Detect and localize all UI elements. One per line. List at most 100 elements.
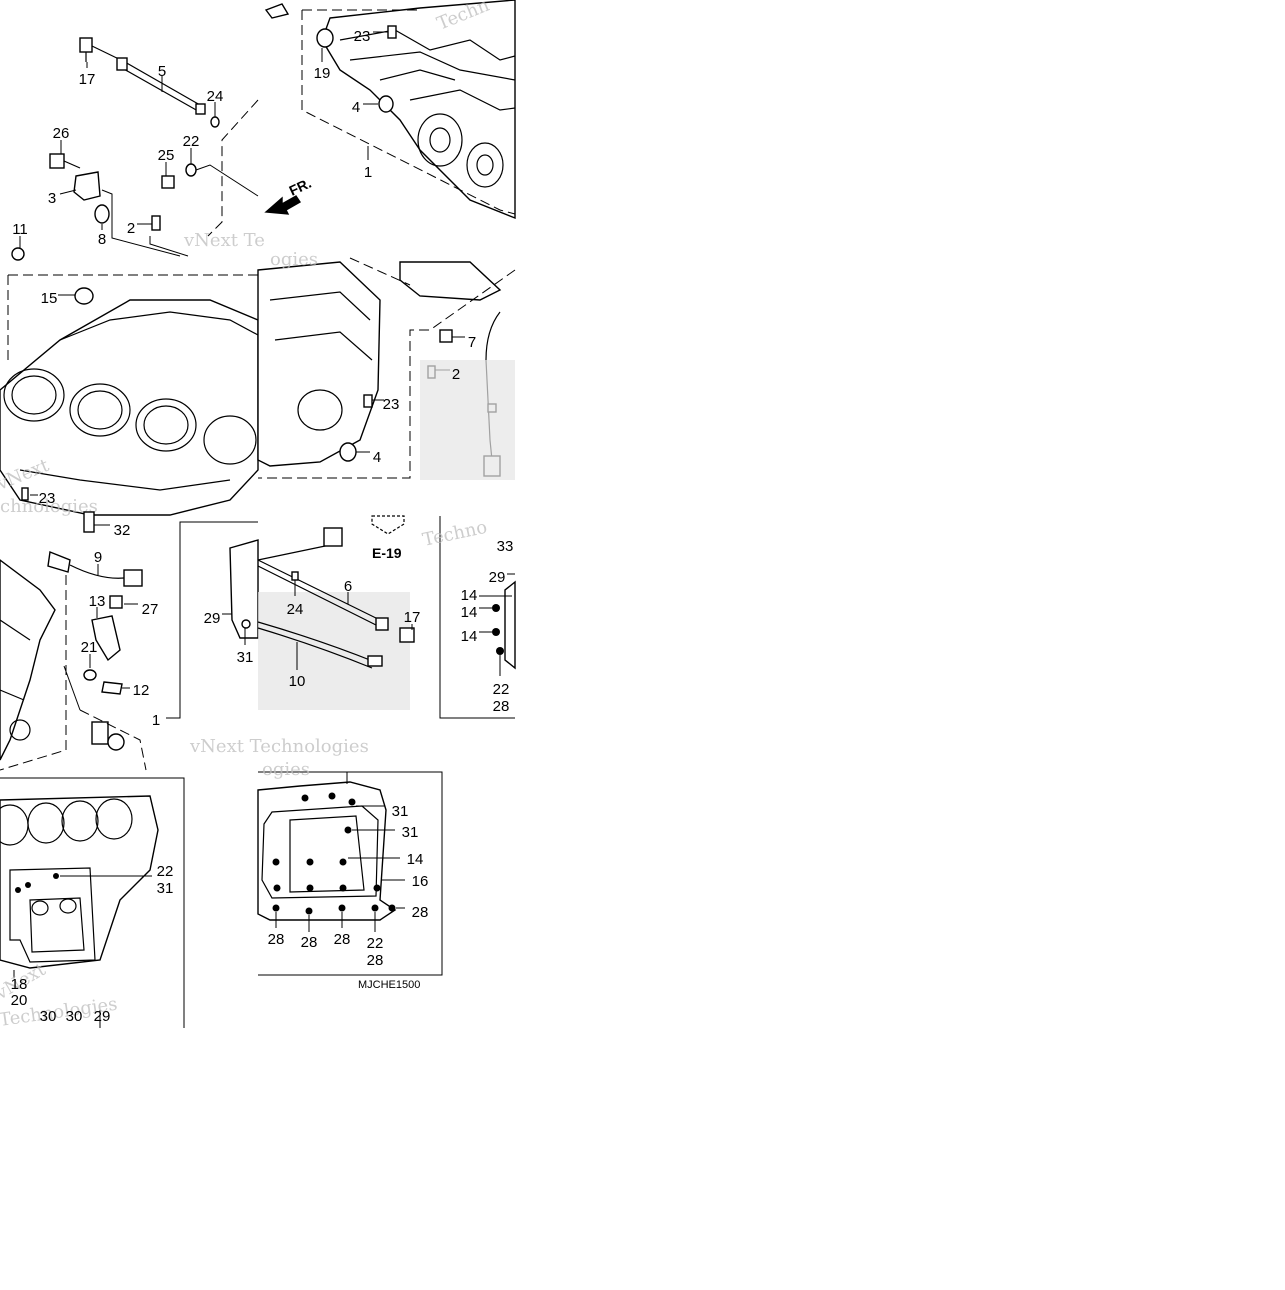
part-callout-20: 20 xyxy=(11,992,28,1009)
bolt-32-part xyxy=(83,511,95,533)
dowel-2-part xyxy=(151,215,161,231)
washer-24b-part xyxy=(291,571,299,581)
part-callout-30: 30 xyxy=(66,1008,83,1025)
plug-15-part xyxy=(74,287,94,305)
harness-wire xyxy=(257,544,331,561)
washer-21-part xyxy=(83,669,97,681)
part-callout-1: 1 xyxy=(364,164,372,181)
part-callout-31: 31 xyxy=(392,803,409,820)
part-callout-19: 19 xyxy=(314,65,331,82)
part-callout-25: 25 xyxy=(158,147,175,164)
watermark: Techno xyxy=(421,517,489,551)
washer-24-part xyxy=(210,116,220,128)
part-callout-28: 28 xyxy=(301,934,318,951)
bolt-25-part xyxy=(161,175,175,189)
bracket-3-part xyxy=(73,171,101,201)
watermark: vNext Technologies xyxy=(189,736,369,757)
part-callout-30: 30 xyxy=(40,1008,57,1025)
part-callout-14: 14 xyxy=(461,604,478,621)
plug-4-part xyxy=(378,95,394,113)
part-callout-31: 31 xyxy=(157,880,174,897)
dowel-23c-part xyxy=(363,394,373,408)
crankcase-edge xyxy=(504,580,516,670)
dowel-23b-part xyxy=(21,487,29,501)
part-callout-14: 14 xyxy=(461,587,478,604)
crankcase-upper-section xyxy=(399,261,502,301)
part-callout-24: 24 xyxy=(287,601,304,618)
front-direction-arrow-icon xyxy=(264,195,301,215)
part-callout-23: 23 xyxy=(354,28,371,45)
part-callout-8: 8 xyxy=(98,231,106,248)
part-callout-12: 12 xyxy=(133,682,150,699)
part-callout-16: 16 xyxy=(412,873,429,890)
part-callout-29: 29 xyxy=(94,1008,111,1025)
bolt-17b-part xyxy=(399,627,415,643)
part-callout-10: 10 xyxy=(289,673,306,690)
part-callout-21: 21 xyxy=(81,639,98,656)
part-callout-2: 2 xyxy=(127,220,135,237)
part-callout-7: 7 xyxy=(468,334,476,351)
part-callout-22: 22 xyxy=(493,681,510,698)
panel-oil-pan-bolts: ogies MJCHE1500 xyxy=(257,759,443,991)
lower-crankcase-half xyxy=(257,261,381,467)
part-callout-28: 28 xyxy=(493,698,510,715)
part-callout-29: 29 xyxy=(489,569,506,586)
panel-sensors: vNext Technologies xyxy=(0,511,369,771)
plug-11-part xyxy=(11,247,25,261)
part-callout-14: 14 xyxy=(461,628,478,645)
part-callout-22: 22 xyxy=(183,133,200,150)
part-callout-4: 4 xyxy=(352,99,360,116)
part-callout-15: 15 xyxy=(41,290,58,307)
part-callout-22: 22 xyxy=(367,935,384,952)
part-callout-29: 29 xyxy=(204,610,221,627)
part-callout-22: 22 xyxy=(157,863,174,880)
seal-19-part xyxy=(316,28,334,48)
diagram-code: MJCHE1500 xyxy=(358,979,420,991)
cover-part xyxy=(229,539,259,639)
lower-crankcase-view xyxy=(0,795,159,969)
part-callout-28: 28 xyxy=(268,931,285,948)
part-callout-18: 18 xyxy=(11,976,28,993)
part-callout-5: 5 xyxy=(158,63,166,80)
oil-hose-10 xyxy=(257,621,376,663)
panel-lower-case-bolts: vNext Technologies xyxy=(0,777,185,1031)
panel-crankcase-upper-parts: FR. vNext Te Techn xyxy=(11,0,516,261)
collar-part xyxy=(91,721,109,745)
collar-7-part xyxy=(439,329,453,343)
oil-pressure-switch-12-part xyxy=(101,681,123,695)
part-callout-28: 28 xyxy=(367,952,384,969)
part-callout-14: 14 xyxy=(407,851,424,868)
plug-4b-part xyxy=(339,442,357,462)
part-callout-6: 6 xyxy=(344,578,352,595)
part-callout-2: 2 xyxy=(452,366,460,383)
dowel-23-part xyxy=(387,25,397,39)
part-callout-28: 28 xyxy=(334,931,351,948)
watermark: ogies xyxy=(270,249,318,270)
part-callout-3: 3 xyxy=(48,190,56,207)
bolt-top-part xyxy=(264,3,290,19)
part-callout-24: 24 xyxy=(207,88,224,105)
part-callout-31: 31 xyxy=(402,824,419,841)
part-callout-31: 31 xyxy=(237,649,254,666)
panel-cylinder-block: ogies vNext chnologies xyxy=(0,249,516,517)
panel-oil-line: E-19 xyxy=(257,515,415,710)
part-callout-17: 17 xyxy=(404,609,421,626)
part-callout-28: 28 xyxy=(412,904,429,921)
reference-label: E-19 xyxy=(372,545,402,561)
part-callout-11: 11 xyxy=(12,221,28,238)
cylinder-block xyxy=(0,299,259,516)
oil-pan xyxy=(257,781,397,921)
direction-label: FR. xyxy=(287,175,314,199)
part-callout-32: 32 xyxy=(114,522,131,539)
bolt-27-part xyxy=(109,595,123,609)
part-callout-17: 17 xyxy=(79,71,96,88)
connector-part xyxy=(323,527,343,547)
sensor-connector xyxy=(123,569,143,587)
part-callout-27: 27 xyxy=(142,601,159,618)
sensor-13-part xyxy=(91,615,121,662)
washer-22-part xyxy=(185,163,197,177)
oil-seal-8-part xyxy=(94,204,110,224)
